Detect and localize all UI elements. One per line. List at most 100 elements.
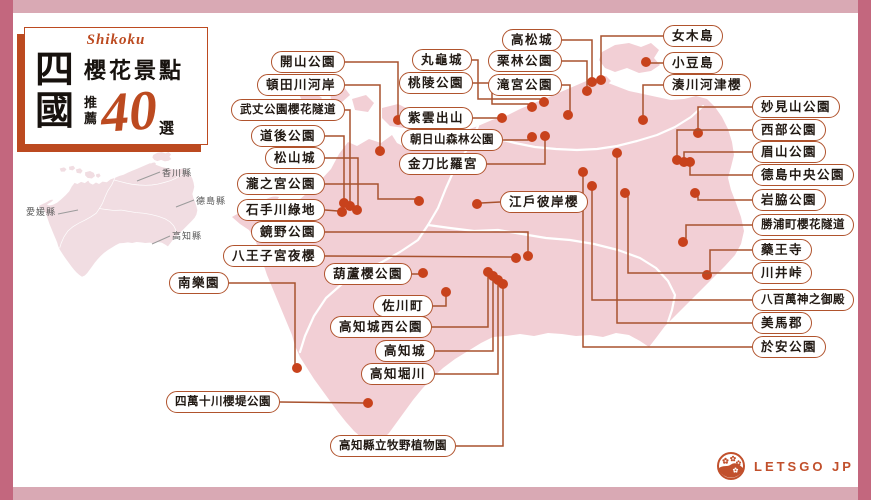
spot-dot [527, 102, 537, 112]
spot-label: 丸龜城 [411, 49, 472, 71]
spot-dot [352, 205, 362, 215]
title-box: Shikoku 四 國 櫻花景點 推 薦 40 選 [24, 27, 208, 145]
spot-dot [690, 188, 700, 198]
spot-dot [702, 270, 712, 280]
spot-dot [523, 251, 533, 261]
spot-label: 道後公園 [250, 125, 325, 147]
leader-line [642, 84, 663, 120]
leader-line [689, 162, 752, 176]
frame-strip-right [858, 0, 871, 500]
region-char-bottom: 國 [35, 89, 75, 133]
leader-line [694, 192, 752, 201]
prefecture-label: 香川縣 [162, 168, 193, 178]
spot-dot [363, 398, 373, 408]
spot-label: 妙見山公園 [752, 96, 841, 118]
leader-line [325, 135, 345, 203]
spot-label: 金刀比羅宮 [398, 153, 487, 175]
spot-dot [582, 86, 592, 96]
leader-line [435, 276, 494, 352]
spot-label: 川井峠 [752, 262, 813, 284]
spot-label: 瀧之宮公園 [236, 173, 325, 195]
spot-label: 女木島 [663, 25, 724, 47]
spot-label: 美馬郡 [752, 312, 813, 334]
spot-label: 松山城 [264, 147, 325, 169]
spot-label: 高知城 [374, 340, 435, 362]
spot-label: 朝日山森林公園 [401, 129, 503, 151]
spot-label: 岩脇公園 [752, 189, 827, 211]
spot-dot [638, 115, 648, 125]
leader-line [324, 255, 517, 259]
spot-dot [292, 363, 302, 373]
region-name: 四 國 [35, 49, 75, 138]
spot-dot [641, 57, 651, 67]
spot-label: 高知縣立牧野植物園 [330, 435, 456, 457]
spot-label: 高知城西公園 [329, 316, 432, 338]
leader-line [591, 186, 752, 301]
spot-dot [498, 279, 508, 289]
spot-label: 四萬十川櫻堤公園 [166, 391, 280, 413]
spot-dot [596, 75, 606, 85]
recommend-label: 推 薦 [84, 95, 97, 128]
spot-dot [578, 167, 588, 177]
count-suffix: 選 [159, 121, 175, 137]
leader-line [229, 282, 298, 369]
prefecture-label: 德島縣 [196, 196, 227, 206]
spot-label: 紫雲出山 [398, 107, 473, 129]
cherry-blossom-mountain-icon [717, 452, 745, 480]
spot-label: 江戶彼岸櫻 [500, 191, 589, 213]
spot-label: 於安公園 [752, 336, 827, 358]
leader-line [706, 249, 752, 276]
spot-dot [587, 77, 597, 87]
spot-label: 八王子宮夜櫻 [222, 245, 325, 267]
spot-dot [563, 110, 573, 120]
spot-dot [511, 253, 521, 263]
recommend-char-top: 推 [84, 95, 98, 110]
prefecture-pointer-line [175, 199, 195, 208]
title-script: Shikoku [86, 32, 146, 48]
spot-label: 勝浦町櫻花隧道 [752, 214, 854, 236]
spot-dot [540, 131, 550, 141]
spot-label: 桃陵公園 [398, 72, 473, 94]
spot-dot [418, 268, 428, 278]
frame-strip-top [0, 0, 871, 13]
spot-dot [612, 148, 622, 158]
title-heading: 櫻花景點 [84, 58, 185, 83]
leader-line [279, 401, 368, 404]
spot-dot [339, 198, 349, 208]
prefecture-pointer-line [136, 171, 161, 182]
spot-dot [497, 113, 507, 123]
spot-dot [337, 207, 347, 217]
spot-dot [587, 181, 597, 191]
spot-dot [678, 237, 688, 247]
frame-strip-left [0, 0, 13, 500]
region-char-top: 四 [35, 49, 75, 92]
leader-line [325, 231, 529, 256]
leader-line [325, 183, 420, 202]
spot-label: 葫蘆櫻公園 [323, 263, 412, 285]
spot-label: 開山公園 [270, 51, 345, 73]
spot-label: 高松城 [501, 29, 562, 51]
spot-label: 眉山公園 [752, 141, 827, 163]
logo-text: LETSGO JP [754, 458, 854, 474]
spot-dot [539, 97, 549, 107]
leader-line [345, 61, 399, 120]
spot-label: 湊川河津櫻 [663, 74, 752, 96]
spot-label: 南樂園 [168, 272, 229, 294]
leader-line [562, 60, 588, 91]
leader-line [624, 192, 752, 274]
spot-dot [414, 196, 424, 206]
spot-label: 頓田川河岸 [256, 74, 345, 96]
spot-dot [441, 287, 451, 297]
spot-label: 藥王寺 [752, 239, 813, 261]
spot-label: 高知堀川 [360, 363, 435, 385]
spot-label: 西部公園 [752, 119, 827, 141]
prefecture-label: 愛媛縣 [26, 207, 57, 217]
spot-dot [620, 188, 630, 198]
letsgo-jp-logo: LETSGO JP [716, 451, 854, 481]
prefecture-pointer-line [151, 235, 171, 245]
spot-label: 滝宮公園 [487, 74, 562, 96]
recommend-char-bottom: 薦 [84, 111, 98, 127]
spot-dot [685, 157, 695, 167]
